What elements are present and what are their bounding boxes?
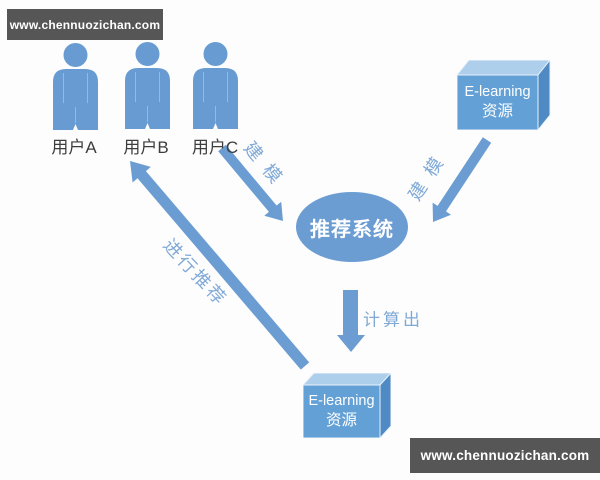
- watermark-top-left: www.chennuozichan.com: [7, 9, 163, 40]
- arrow-recommend-to-users-icon: [130, 161, 310, 370]
- elearning-top-line1: E-learning: [464, 84, 531, 100]
- elearning-resource-top-label: E-learning 资源: [457, 75, 538, 130]
- elearning-bottom-line2: 资源: [325, 411, 357, 429]
- recommendation-system-label: 推荐系统: [310, 218, 394, 241]
- user-b-label: 用户B: [123, 138, 169, 157]
- user-c-label: 用户C: [191, 138, 239, 157]
- watermark-bottom-right: www.chennuozichan.com: [410, 438, 600, 473]
- arrow-users-to-system-icon: [218, 144, 283, 221]
- arrow-system-to-resource-icon: [337, 290, 365, 352]
- elearning-bottom-line1: E-learning: [308, 393, 375, 409]
- recommendation-system-node: 推荐系统: [296, 192, 408, 262]
- elearning-top-line2: 资源: [481, 102, 513, 120]
- user-a-label: 用户A: [51, 138, 97, 157]
- arrow-resource-to-system-icon: [432, 137, 492, 222]
- user-c-icon: [193, 42, 238, 129]
- elearning-resource-top-cube-icon: [457, 60, 551, 130]
- user-b-icon: [125, 42, 170, 129]
- elearning-resource-bottom-cube-icon: [303, 373, 391, 438]
- edge-label-compute: 计算出: [363, 310, 423, 330]
- elearning-resource-bottom-label: E-learning 资源: [303, 385, 380, 438]
- user-a-icon: [53, 43, 98, 130]
